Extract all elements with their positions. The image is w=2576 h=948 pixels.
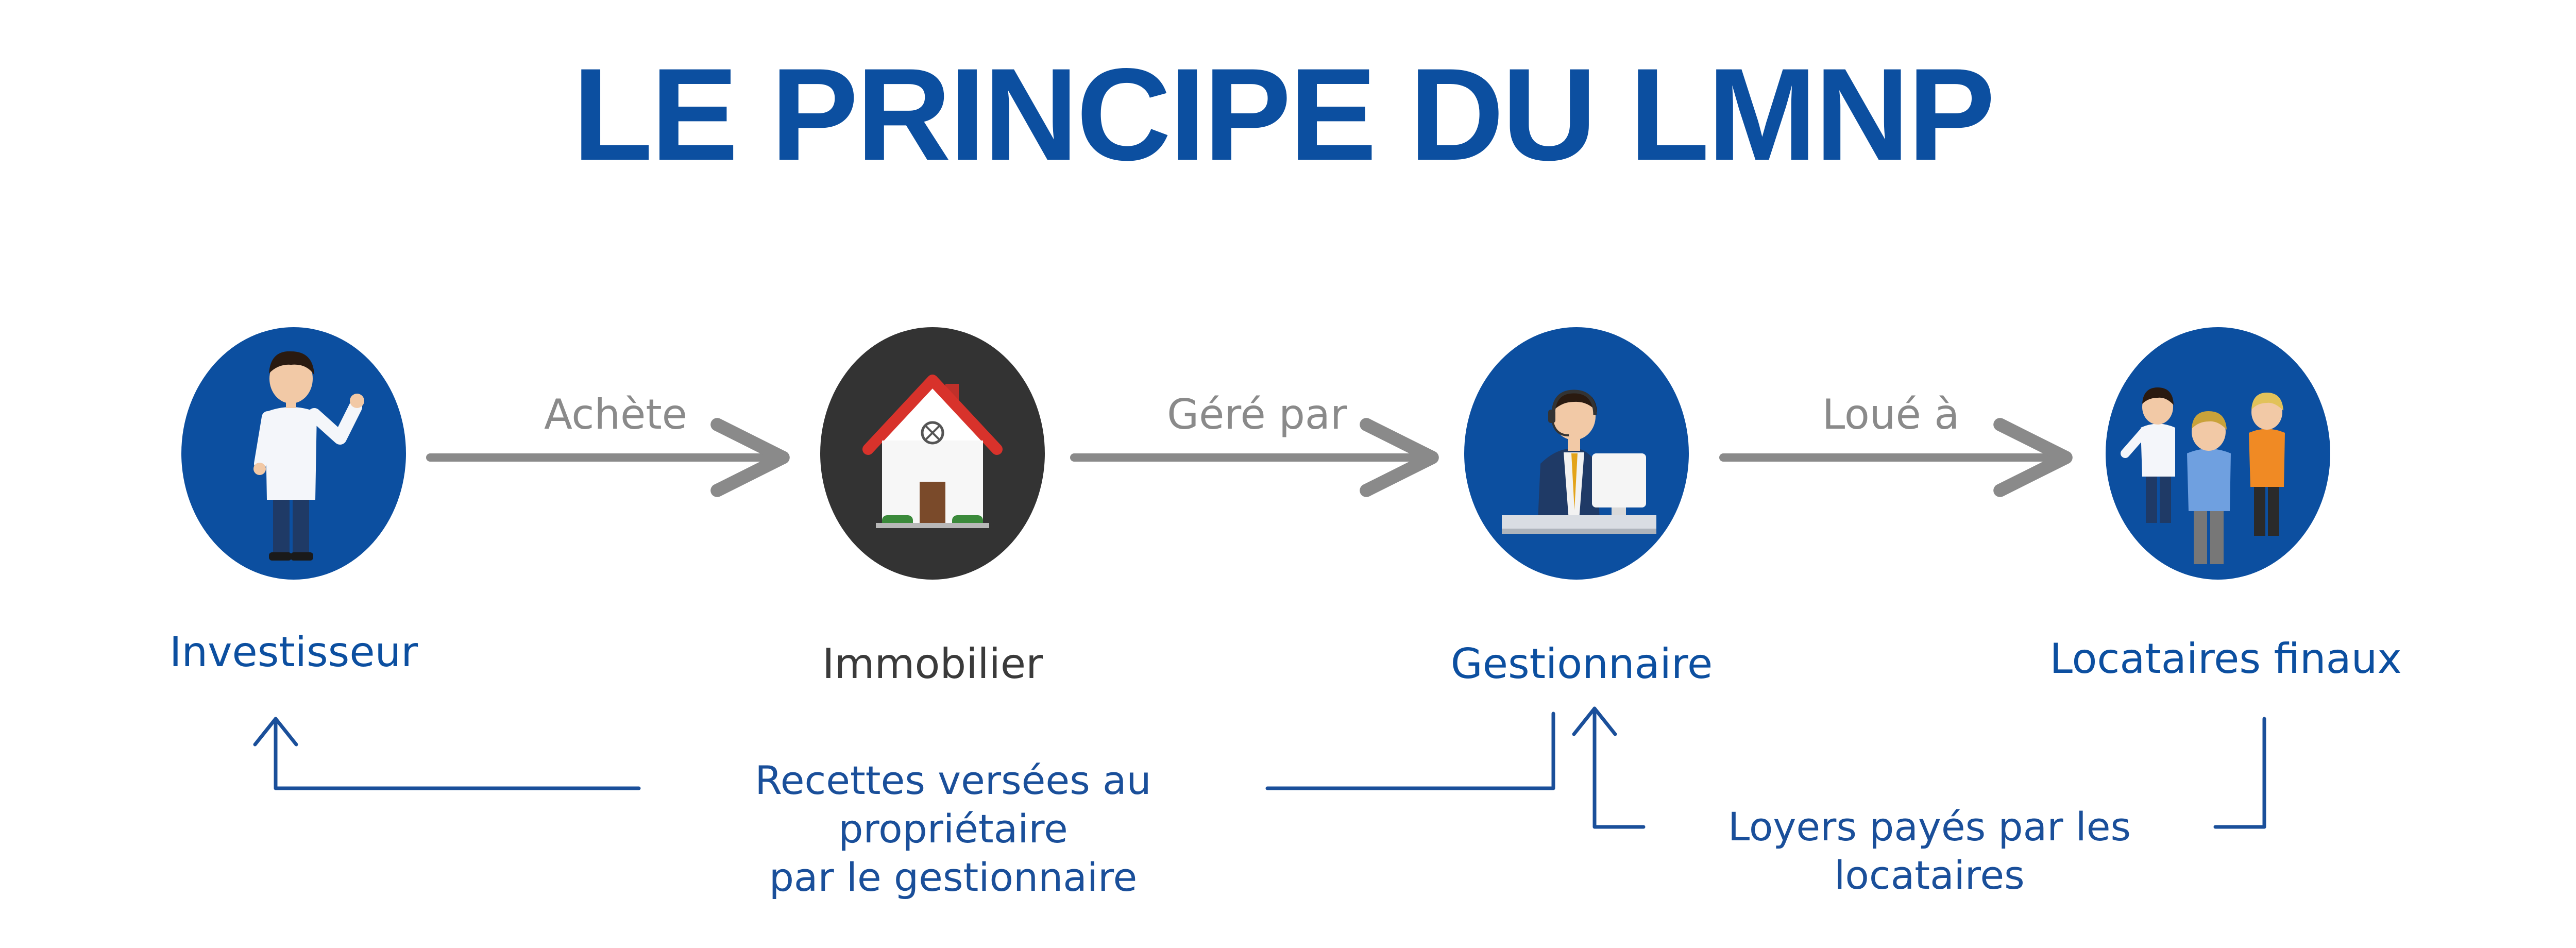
return-line-loyers: [1572, 706, 2266, 829]
node-label-investisseur: Investisseur: [169, 628, 418, 676]
return-label-recettes: Recettes versées au propriétaire par le …: [639, 756, 1267, 902]
return-label-loyers: Loyers payés par les locataires: [1727, 804, 2131, 899]
return-line-recettes: [253, 712, 1555, 790]
tenants-group-icon: [2121, 387, 2285, 564]
manager-at-desk-icon: [1502, 390, 1656, 534]
node-immobilier: [820, 327, 1045, 580]
house-icon: [862, 375, 1003, 528]
node-gestionnaire: [1464, 327, 1689, 580]
node-label-locataires: Locataires finaux: [2049, 635, 2402, 683]
flow-label-loue-a: Loué à: [1822, 391, 1960, 438]
page-title: LE PRINCIPE DU LMNP: [572, 41, 1995, 188]
investor-person-icon: [253, 351, 364, 561]
node-label-gestionnaire: Gestionnaire: [1450, 640, 1713, 688]
node-investisseur: [181, 327, 406, 580]
return-label-recettes-line1: Recettes versées au propriétaire: [755, 757, 1151, 852]
return-label-recettes-line2: par le gestionnaire: [769, 854, 1138, 901]
node-label-immobilier: Immobilier: [822, 640, 1043, 688]
flow-label-achete: Achète: [544, 391, 687, 438]
node-locataires: [2106, 327, 2330, 580]
flow-label-gere-par: Géré par: [1167, 391, 1347, 438]
